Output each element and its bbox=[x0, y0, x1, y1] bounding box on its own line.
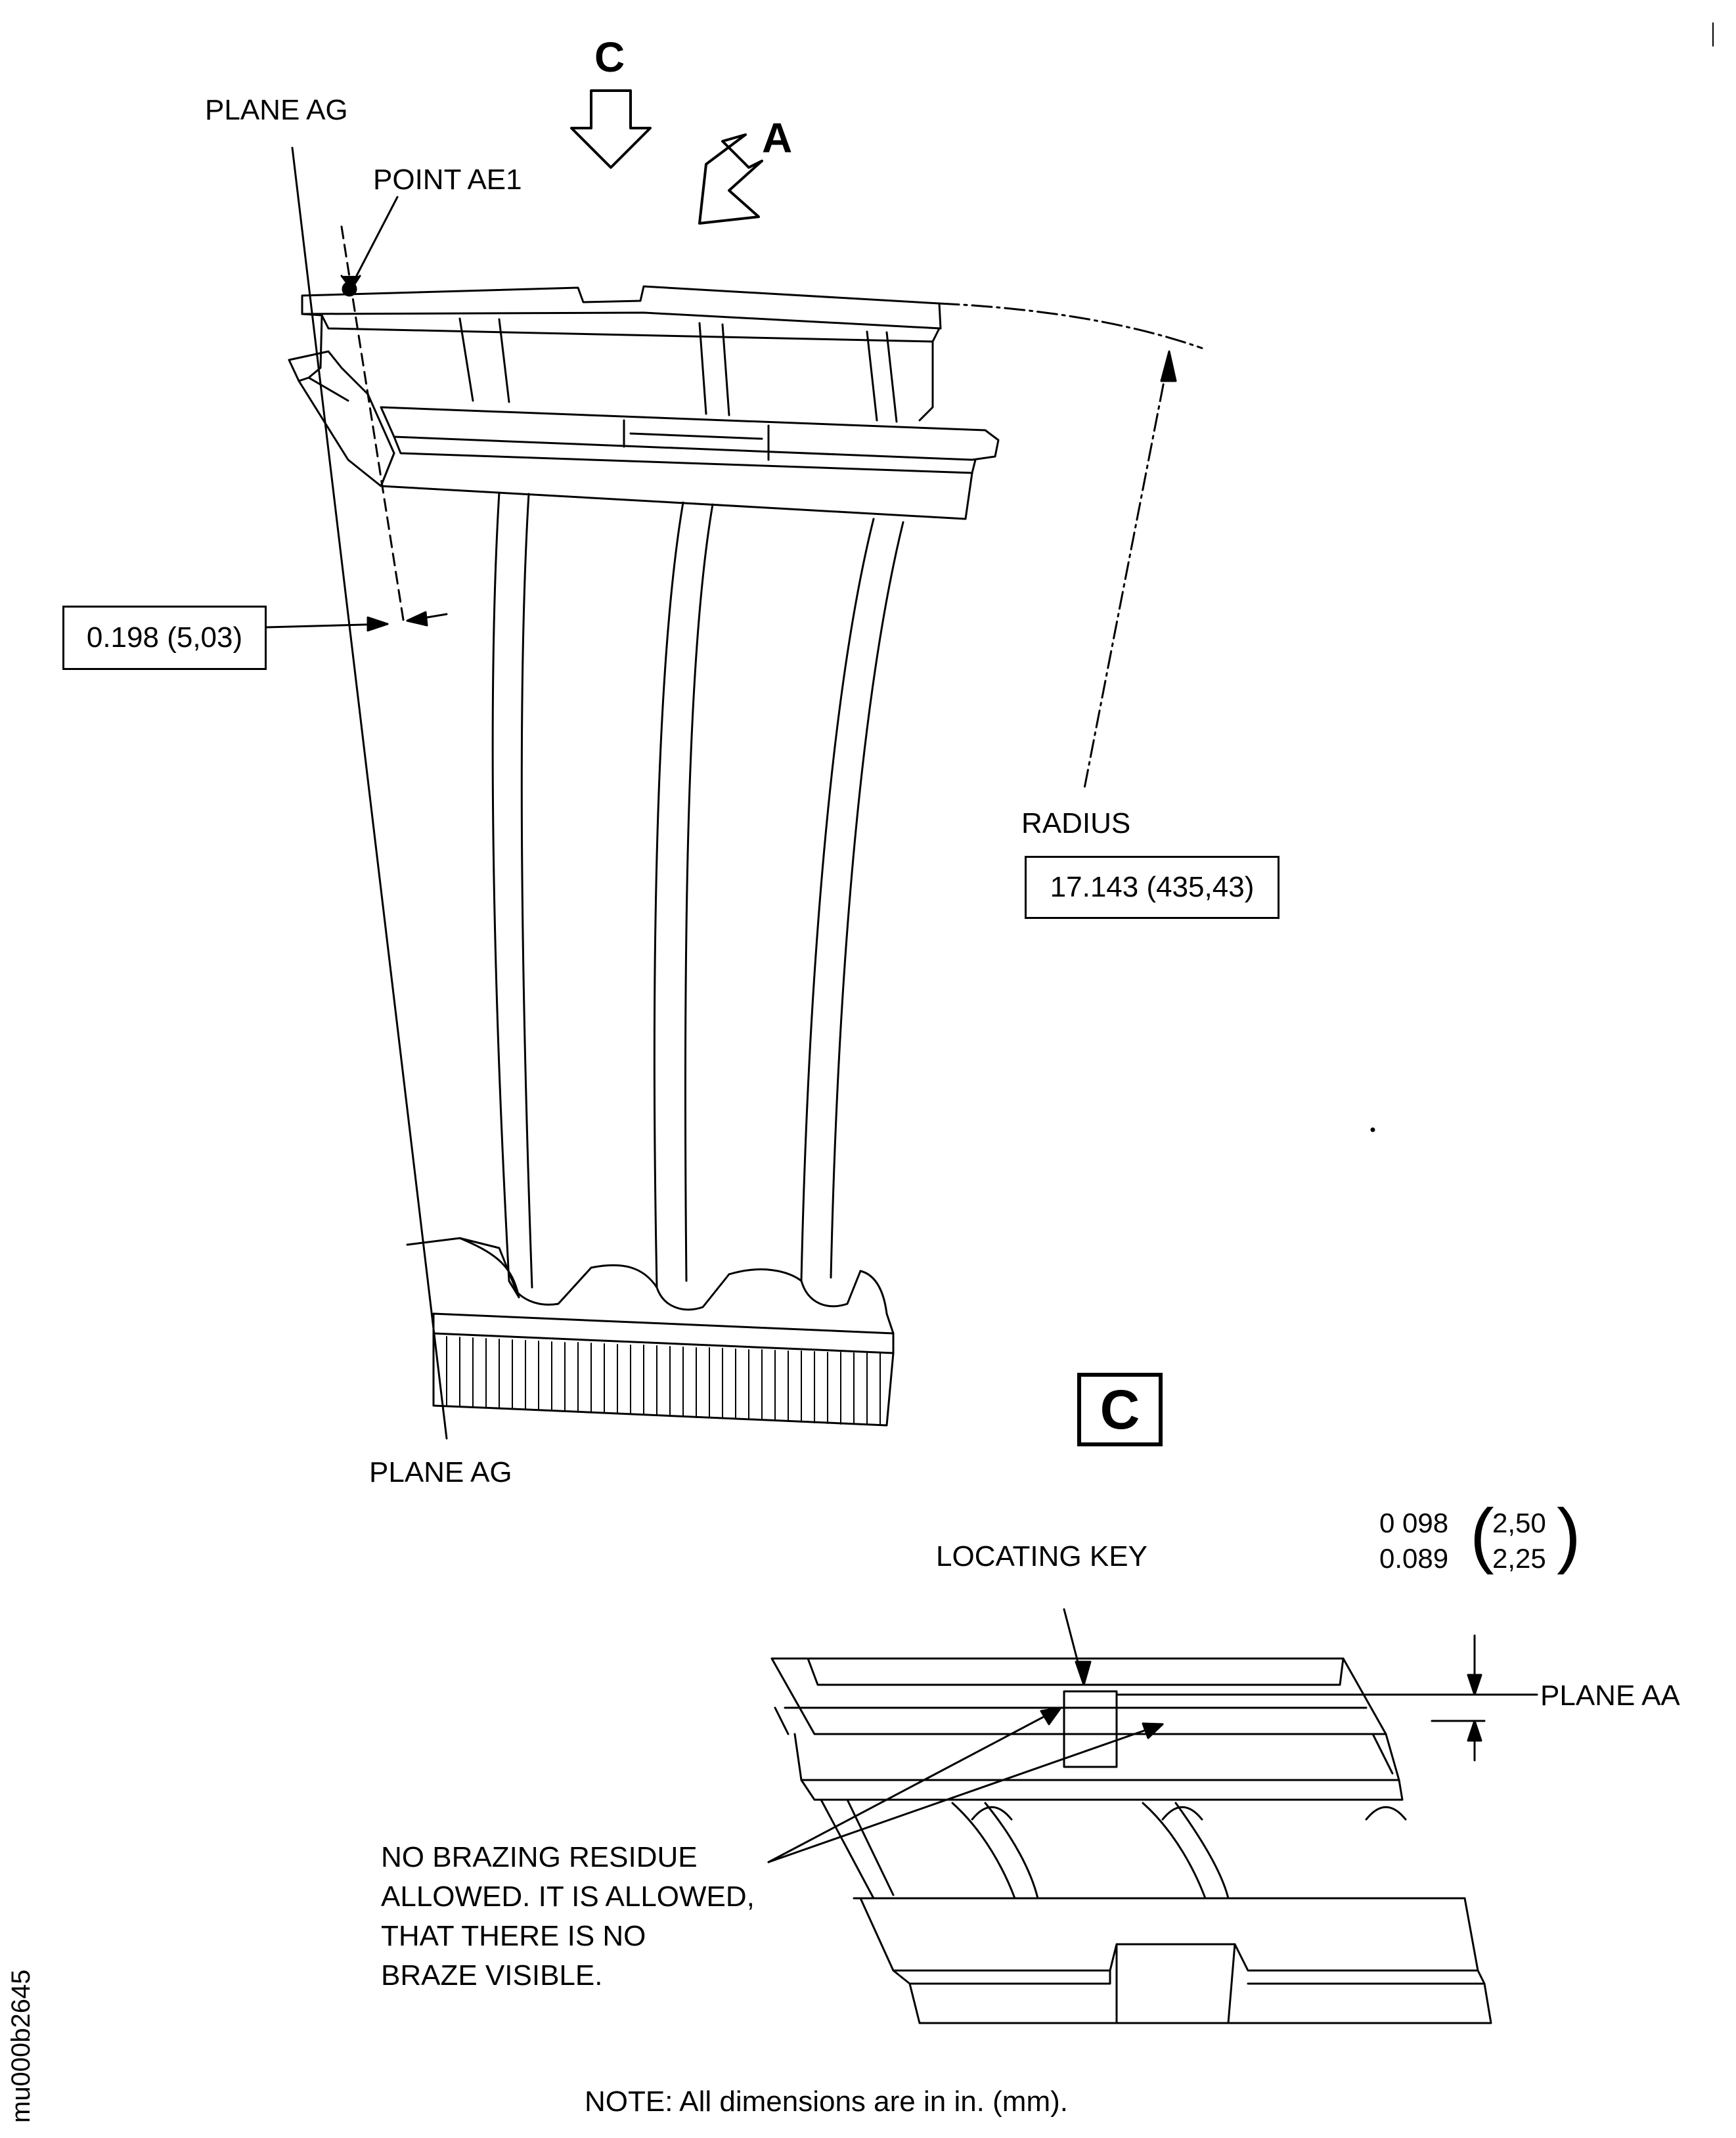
point-ae1-leader bbox=[350, 196, 399, 287]
tolerance-paren-left: ( bbox=[1470, 1494, 1494, 1575]
radius-arc bbox=[938, 302, 1203, 349]
tolerance-upper-in: 0 098 bbox=[1379, 1507, 1449, 1538]
plane-aa-label: PLANE AA bbox=[1540, 1680, 1680, 1712]
locating-key-label: LOCATING KEY bbox=[936, 1540, 1147, 1572]
brazing-note-line-1: NO BRAZING RESIDUE bbox=[381, 1841, 698, 1873]
tolerance-upper-mm: 2,50 bbox=[1492, 1507, 1546, 1538]
radius-dimension-box: 17.143 (435,43) bbox=[1025, 856, 1280, 919]
tolerance-mm: 2,50 2,25 bbox=[1492, 1505, 1546, 1576]
view-c-title-box: C bbox=[1077, 1373, 1163, 1446]
plane-ag-bottom-label: PLANE AG bbox=[369, 1456, 512, 1488]
brazing-note-line-4: BRAZE VISIBLE. bbox=[381, 1959, 603, 1992]
tolerance-paren-right: ) bbox=[1557, 1494, 1581, 1575]
brazing-note-line-2: ALLOWED. IT IS ALLOWED, bbox=[381, 1881, 755, 1913]
point-ae1-label: POINT AE1 bbox=[373, 164, 522, 196]
view-c-arrow-label: C bbox=[594, 33, 625, 81]
brazing-leader-2 bbox=[767, 1723, 1164, 1863]
view-a-arrow-label: A bbox=[762, 114, 793, 162]
tolerance-lower-mm: 2,25 bbox=[1492, 1543, 1546, 1574]
brazing-note: NO BRAZING RESIDUE ALLOWED. IT IS ALLOWE… bbox=[381, 1838, 755, 1995]
view-a-arrow bbox=[698, 133, 763, 225]
radius-leader bbox=[1082, 353, 1170, 793]
figure-id: mu000b2645 bbox=[7, 1969, 35, 2123]
offset-dimension-box: 0.198 (5,03) bbox=[62, 606, 267, 670]
plane-ag-line bbox=[291, 146, 448, 1440]
radius-label: RADIUS bbox=[1021, 807, 1131, 839]
view-c-detail bbox=[770, 1657, 1492, 2024]
vane-segment-drawing bbox=[288, 285, 1000, 1427]
view-c-arrow bbox=[570, 89, 652, 169]
tolerance-lower-in: 0.089 bbox=[1379, 1543, 1449, 1574]
tolerance-inches: 0 098 0.089 bbox=[1379, 1505, 1448, 1576]
footer-note: NOTE: All dimensions are in in. (mm). bbox=[585, 2085, 1068, 2118]
brazing-leader-1 bbox=[767, 1706, 1062, 1863]
plane-ag-top-label: PLANE AG bbox=[205, 94, 348, 126]
brazing-note-line-3: THAT THERE IS NO bbox=[381, 1920, 646, 1952]
